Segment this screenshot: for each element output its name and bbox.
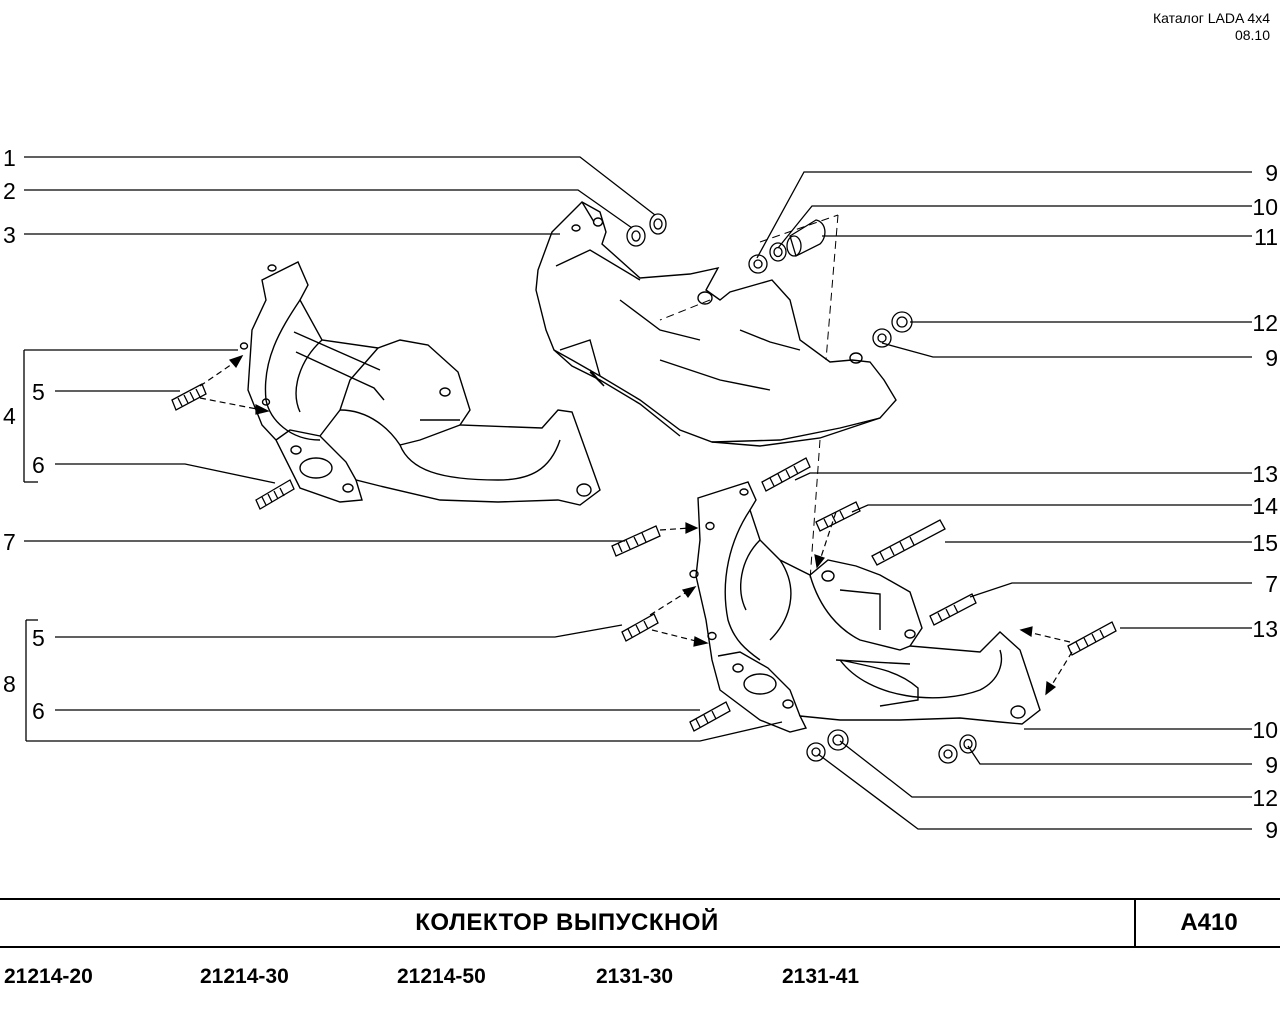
catalog-header: Каталог LADA 4x4 08.10 xyxy=(1153,10,1270,44)
stud-15 xyxy=(871,519,946,566)
model-list: 21214-20 21214-30 21214-50 2131-30 2131-… xyxy=(0,965,1280,999)
studs xyxy=(171,383,1117,732)
callout-2: 2 xyxy=(3,178,16,204)
stud-5-lower xyxy=(621,613,659,642)
manifold-left xyxy=(239,261,601,506)
callout-3: 3 xyxy=(3,222,16,248)
nut-9c xyxy=(938,744,958,764)
insertion-arrows xyxy=(199,354,1073,696)
model-item: 21214-20 xyxy=(4,965,93,988)
exploded-view-drawing: 1 2 3 4 5 6 7 5 8 6 9 10 11 12 9 13 14 1… xyxy=(3,145,1278,843)
catalog-name: Каталог LADA 4x4 xyxy=(1152,10,1270,26)
page-title: КОЛЕКТОР ВЫПУСКНОЙ xyxy=(415,909,719,936)
callout-9-d: 9 xyxy=(1265,817,1278,843)
callout-5-lower: 5 xyxy=(32,625,45,651)
fasteners xyxy=(626,213,977,764)
stud-6-left xyxy=(255,479,295,510)
callout-numbers: 1 2 3 4 5 6 7 5 8 6 9 10 11 12 9 13 14 1… xyxy=(3,145,1278,843)
washer-12b xyxy=(827,729,849,751)
manifold-right xyxy=(689,481,1041,733)
stud-13-upper xyxy=(761,457,811,492)
callout-6-upper: 6 xyxy=(32,452,45,478)
callout-13-b: 13 xyxy=(1252,616,1278,642)
leader-lines-left xyxy=(23,156,783,742)
callout-13-a: 13 xyxy=(1252,461,1278,487)
callout-1: 1 xyxy=(3,145,16,171)
heat-shield xyxy=(535,201,897,447)
model-item: 2131-41 xyxy=(782,965,860,988)
stud-6-lower xyxy=(689,701,731,732)
stud-7-left xyxy=(611,525,661,557)
spacer-11 xyxy=(786,219,826,257)
nut-9b xyxy=(872,328,892,348)
washer-10b xyxy=(959,734,977,754)
callout-10-a: 10 xyxy=(1252,194,1278,220)
callout-9-b: 9 xyxy=(1265,345,1278,371)
callout-15: 15 xyxy=(1252,530,1278,556)
model-item: 21214-50 xyxy=(397,965,486,988)
washer-10a xyxy=(769,242,787,262)
callout-5-upper: 5 xyxy=(32,379,45,405)
callout-9-c: 9 xyxy=(1265,752,1278,778)
callout-8: 8 xyxy=(3,671,16,697)
callout-12-a: 12 xyxy=(1252,310,1278,336)
callout-10-b: 10 xyxy=(1252,717,1278,743)
catalog-date: 08.10 xyxy=(1234,27,1270,43)
callout-9-a: 9 xyxy=(1265,160,1278,186)
callout-14: 14 xyxy=(1252,493,1278,519)
nut-9a xyxy=(748,254,768,274)
callout-7-left: 7 xyxy=(3,529,16,555)
washer-2 xyxy=(626,225,646,247)
title-bar: КОЛЕКТОР ВЫПУСКНОЙ А410 xyxy=(0,898,1280,948)
callout-12-b: 12 xyxy=(1252,785,1278,811)
stud-5-left xyxy=(171,383,207,411)
nut-1 xyxy=(649,213,667,235)
model-item: 2131-30 xyxy=(596,965,674,988)
nut-9d xyxy=(806,742,826,762)
stud-14 xyxy=(815,501,861,532)
section-code: А410 xyxy=(1134,900,1280,946)
stud-13-lower xyxy=(1067,621,1117,656)
assembly-dash-lines xyxy=(659,214,839,581)
callout-11: 11 xyxy=(1254,224,1278,250)
model-item: 21214-30 xyxy=(200,965,289,988)
callout-4: 4 xyxy=(3,403,16,429)
callout-7-right: 7 xyxy=(1265,571,1278,597)
washer-12a xyxy=(891,311,913,333)
callout-6-lower: 6 xyxy=(32,698,45,724)
stud-7-right xyxy=(929,593,977,626)
leader-lines-right xyxy=(756,171,1252,830)
